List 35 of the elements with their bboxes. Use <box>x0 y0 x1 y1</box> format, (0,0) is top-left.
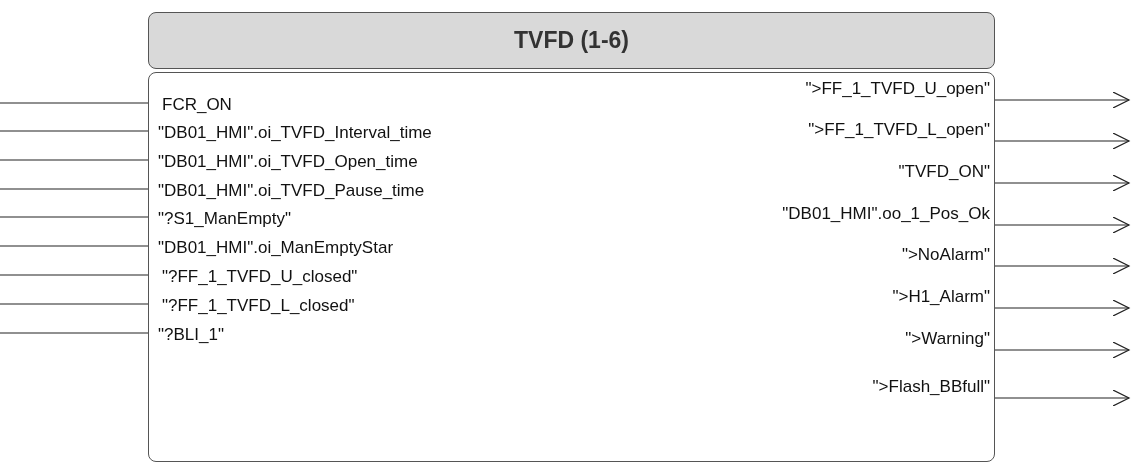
output-pin-label: ">FF_1_TVFD_U_open" <box>805 79 990 99</box>
input-line <box>0 159 149 161</box>
input-line <box>0 245 149 247</box>
input-line <box>0 216 149 218</box>
input-pin-label: "DB01_HMI".oi_TVFD_Pause_time <box>158 181 425 201</box>
input-line <box>0 274 149 276</box>
input-pin-label: "?BLI_1" <box>158 325 224 345</box>
output-pin-label: ">Flash_BBfull" <box>872 377 990 397</box>
input-pin-label: "DB01_HMI".oi_ManEmptyStar <box>158 238 394 258</box>
output-pin-label: ">Warning" <box>905 329 990 349</box>
output-pin-label: ">NoAlarm" <box>901 245 990 265</box>
input-pin-label: "?S1_ManEmpty" <box>158 209 292 229</box>
output-arrow <box>994 341 1130 359</box>
input-line <box>0 188 149 190</box>
input-line <box>0 332 149 334</box>
output-arrow <box>994 216 1130 234</box>
input-pin-label: "DB01_HMI".oi_TVFD_Open_time <box>158 152 418 172</box>
block-title: TVFD (1-6) <box>514 27 629 54</box>
input-pin-label: "?FF_1_TVFD_U_closed" <box>162 267 358 287</box>
input-pin-label: "DB01_HMI".oi_TVFD_Interval_time <box>158 123 432 143</box>
output-pin-label: ">H1_Alarm" <box>892 287 990 307</box>
output-arrow <box>994 257 1130 275</box>
output-arrow <box>994 91 1130 109</box>
output-arrow <box>994 132 1130 150</box>
output-arrow <box>994 389 1130 407</box>
output-pin-label: ">FF_1_TVFD_L_open" <box>808 120 990 140</box>
input-line <box>0 130 149 132</box>
input-line <box>0 102 149 104</box>
input-pin-label: FCR_ON <box>162 95 232 115</box>
input-line <box>0 303 149 305</box>
output-arrow <box>994 174 1130 192</box>
input-pin-label: "?FF_1_TVFD_L_closed" <box>162 296 355 316</box>
output-pin-label: "TVFD_ON" <box>898 162 990 182</box>
output-arrow <box>994 299 1130 317</box>
output-pin-label: "DB01_HMI".oo_1_Pos_Ok <box>782 204 990 224</box>
